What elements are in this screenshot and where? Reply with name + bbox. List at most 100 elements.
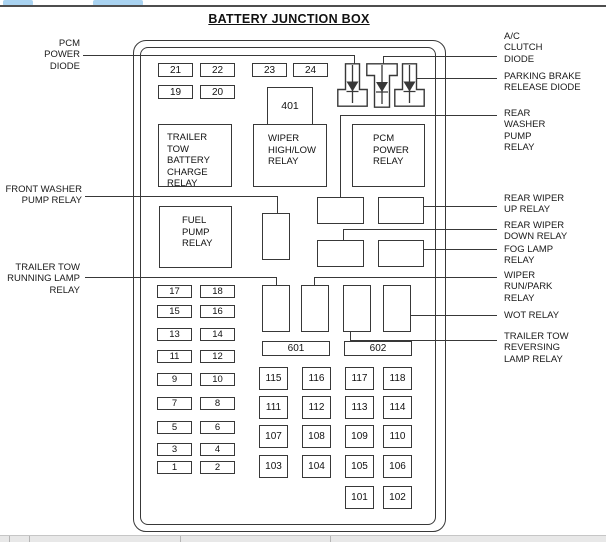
wot-relay-slot [383,285,411,332]
fuel-pump-relay: FUEL PUMP RELAY [159,206,232,268]
fuse-19: 19 [158,85,193,99]
pcm-power-diode [337,63,368,107]
fuse-401: 401 [267,87,313,125]
fuse-11: 11 [157,350,192,363]
toolbar-button[interactable] [93,0,143,6]
fuse-103: 103 [259,455,288,478]
rear-wiper-down-relay-line [343,229,345,241]
trailer-tow-reversing-lamp-relay-line [350,332,352,341]
fuse-22: 22 [200,63,235,77]
fuse-110: 110 [383,425,412,448]
fuse-15: 15 [157,305,192,318]
fuse-104: 104 [302,455,331,478]
callout-fog-lamp-relay: FOG LAMP RELAY [504,244,554,267]
fuse-116: 116 [302,367,331,390]
trailer-tow-running-lamp-relay-slot [262,285,290,332]
fuse-8: 8 [200,397,235,410]
fuse-1: 1 [157,461,192,474]
fuse-18: 18 [200,285,235,298]
callout-wiper-run-park-relay: WIPER RUN/PARK RELAY [504,270,553,304]
fog-lamp-relay-line [424,249,497,251]
fuse-106: 106 [383,455,412,478]
callout-rear-wiper-down-relay: REAR WIPER DOWN RELAY [504,220,568,243]
front-washer-pump-relay-line [277,196,279,214]
rear-wiper-up-relay-slot [378,197,424,224]
fuse-2: 2 [200,461,235,474]
fog-lamp-relay-slot [378,240,424,267]
fuse-16: 16 [200,305,235,318]
fuse-107: 107 [259,425,288,448]
fuse-4: 4 [200,443,235,456]
callout-wot-relay: WOT RELAY [504,310,560,321]
fuse-601: 601 [262,341,330,356]
fuse-13: 13 [157,328,192,341]
front-washer-pump-relay-slot [262,213,290,260]
fuse-108: 108 [302,425,331,448]
fuse-3: 3 [157,443,192,456]
fuse-14: 14 [200,328,235,341]
fuse-10: 10 [200,373,235,386]
wot-relay-line [411,315,497,317]
pcm-power-diode-line [354,55,356,64]
fuse-117: 117 [345,367,374,390]
fuse-113: 113 [345,396,374,419]
fuse-20: 20 [200,85,235,99]
ac-clutch-diode-line [383,56,497,58]
fuse-23: 23 [252,63,287,77]
fuse-114: 114 [383,396,412,419]
footer-divider [180,536,181,542]
rear-wiper-down-relay-slot [317,240,364,267]
footer-divider [9,536,10,542]
callout-rear-washer-pump-relay: REAR WASHER PUMP RELAY [504,108,546,153]
trailer-tow-reversing-lamp-relay-line [350,340,497,342]
fuse-5: 5 [157,421,192,434]
callout-rear-wiper-up-relay: REAR WIPER UP RELAY [504,193,565,216]
trailer-tow-running-lamp-relay-line [85,277,276,279]
fuse-102: 102 [383,486,412,509]
footer-divider [29,536,30,542]
fuse-6: 6 [200,421,235,434]
rear-washer-pump-relay-line [340,115,342,198]
parking-brake-release-diode-line [417,78,497,80]
fuse-111: 111 [259,396,288,419]
trailer-tow-running-lamp-relay-line [276,277,278,286]
fuse-9: 9 [157,373,192,386]
page-title: BATTERY JUNCTION BOX [208,12,370,26]
fuse-101: 101 [345,486,374,509]
callout-parking-brake-release-diode: PARKING BRAKE RELEASE DIODE [504,71,581,94]
callout-trailer-tow-running-lamp-relay: TRAILER TOW RUNNING LAMP RELAY [7,262,80,296]
front-washer-pump-relay-line [85,196,277,198]
fuse-17: 17 [157,285,192,298]
fuse-105: 105 [345,455,374,478]
trailer-tow-reversing-lamp-relay-slot [343,285,371,332]
wiper-run-park-relay-line [314,277,497,279]
fuse-24: 24 [293,63,328,77]
fuse-7: 7 [157,397,192,410]
pcm-power-relay: PCM POWER RELAY [352,124,425,187]
junction-box-outline-inner [140,47,436,525]
callout-trailer-tow-reversing-lamp-relay: TRAILER TOW REVERSING LAMP RELAY [504,331,569,365]
toolbar-button[interactable] [3,0,33,6]
wiper-high-low-relay: WIPER HIGH/LOW RELAY [253,124,327,187]
rear-wiper-up-relay-line [424,206,497,208]
junction-box-outline-outer [133,40,446,532]
callout-front-washer-pump-relay: FRONT WASHER PUMP RELAY [5,184,82,207]
rear-wiper-down-relay-line [343,229,497,231]
parking-brake-release-diode [394,63,425,107]
fuse-115: 115 [259,367,288,390]
fuse-118: 118 [383,367,412,390]
ac-clutch-diode [366,63,398,108]
callout-pcm-power-diode: PCM POWER DIODE [44,38,80,72]
fuse-602: 602 [344,341,412,356]
callout-ac-clutch-diode: A/C CLUTCH DIODE [504,31,543,65]
ac-clutch-diode-line [383,56,385,64]
trailer-tow-battery-charge-relay: TRAILER TOW BATTERY CHARGE RELAY [158,124,232,189]
pcm-power-diode-line [83,55,354,57]
rear-washer-pump-relay-line [340,115,497,117]
fuse-12: 12 [200,350,235,363]
wiper-run-park-relay-line [314,277,316,286]
rear-washer-pump-relay-slot [317,197,364,224]
footer-table-header-bar [0,535,606,542]
